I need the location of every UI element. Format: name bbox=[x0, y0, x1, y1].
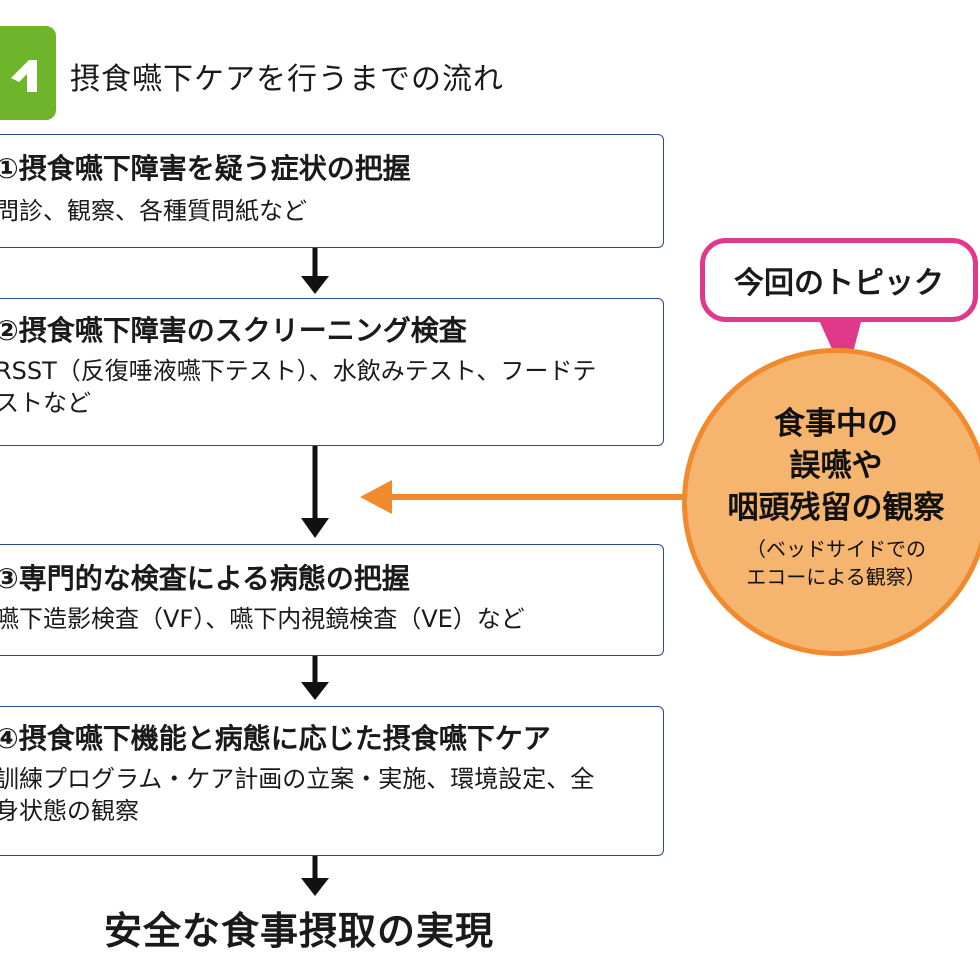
down-arrow-icon bbox=[301, 656, 329, 700]
section-number-badge bbox=[0, 26, 56, 120]
topic-arrow-head bbox=[360, 480, 392, 514]
topic-circle: 食事中の 誤嚥や 咽頭残留の観察 （ベッドサイドでの エコーによる観察） bbox=[682, 348, 980, 656]
step-4-title: ④摂食嚥下機能と病態に応じた摂食嚥下ケア bbox=[0, 722, 551, 755]
topic-circle-sub: （ベッドサイドでの エコーによる観察） bbox=[746, 537, 926, 589]
topic-bubble-label: 今回のトピック bbox=[734, 266, 944, 301]
flow-arrow-1 bbox=[295, 248, 335, 296]
flow-arrow-2 bbox=[295, 446, 335, 540]
down-arrow-icon bbox=[301, 446, 329, 538]
step-1-detail: 問診、観察、各種質問紙など bbox=[0, 197, 307, 225]
step-3-detail: 嚥下造影検査（VF）、嚥下内視鏡検査（VE）など bbox=[0, 605, 525, 633]
flow-step-2: ②摂食嚥下障害のスクリーニング検査 RSST（反復唾液嚥下テスト）、水飲みテスト… bbox=[0, 298, 664, 446]
down-arrow-icon bbox=[301, 856, 329, 896]
topic-circle-main: 食事中の 誤嚥や 咽頭残留の観察 bbox=[727, 406, 945, 526]
step-4-detail: 訓練プログラム・ケア計画の立案・実施、環境設定、全 身状態の観察 bbox=[0, 765, 595, 825]
flow-step-1: ①摂食嚥下障害を疑う症状の把握 問診、観察、各種質問紙など bbox=[0, 134, 664, 248]
step-2-title: ②摂食嚥下障害のスクリーニング検査 bbox=[0, 314, 467, 347]
flow-step-3: ③専門的な検査による病態の把握 嚥下造影検査（VF）、嚥下内視鏡検査（VE）など bbox=[0, 544, 664, 656]
flow-arrow-3 bbox=[295, 656, 335, 704]
down-arrow-icon bbox=[301, 248, 329, 294]
page-title: 摂食嚥下ケアを行うまでの流れ bbox=[70, 62, 504, 97]
flow-arrow-4 bbox=[295, 856, 335, 902]
step-3-title: ③専門的な検査による病態の把握 bbox=[0, 562, 410, 595]
flow-step-4: ④摂食嚥下機能と病態に応じた摂食嚥下ケア 訓練プログラム・ケア計画の立案・実施、… bbox=[0, 706, 664, 856]
topic-bubble: 今回のトピック bbox=[700, 238, 978, 322]
number-one-icon bbox=[11, 60, 37, 92]
step-2-detail: RSST（反復唾液嚥下テスト）、水飲みテスト、フードテ ストなど bbox=[0, 357, 597, 417]
step-1-title: ①摂食嚥下障害を疑う症状の把握 bbox=[0, 152, 411, 185]
final-outcome: 安全な食事摂取の実現 bbox=[104, 909, 495, 953]
